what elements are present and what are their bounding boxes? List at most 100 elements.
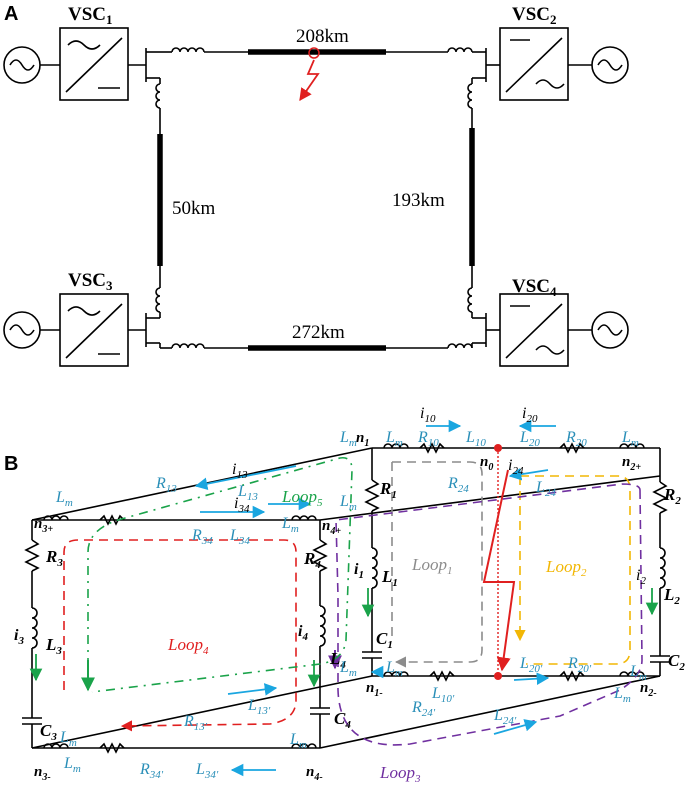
lm-label-4: Lm — [55, 489, 73, 509]
lm-label-13: Lm — [289, 731, 307, 751]
c1-label: C1 — [376, 629, 393, 651]
l24-label: L24 — [535, 479, 556, 499]
lm-label-1: Lm — [339, 429, 357, 449]
vsc2-converter-icon — [486, 27, 569, 101]
current-i1-label: i1 — [354, 561, 364, 581]
r10-label: R10 — [417, 429, 439, 449]
loop3-path — [335, 483, 643, 746]
ac-source-3-icon — [3, 311, 60, 349]
lm-label-10: Lm — [613, 685, 631, 705]
r13p-label: R13' — [183, 713, 208, 733]
vsc1-converter-icon — [59, 27, 146, 101]
current-i24-label: i24 — [508, 457, 524, 477]
ac-source-1-icon — [3, 46, 60, 84]
fault-path — [482, 444, 516, 680]
l10-label: L10 — [465, 429, 486, 449]
vsc4-converter-icon — [486, 293, 569, 367]
l34p-label: L34' — [195, 761, 219, 781]
lm-label-3: Lm — [621, 429, 639, 449]
r13-label: R13 — [155, 475, 177, 495]
loop1-label: Loop1 — [411, 555, 452, 577]
ac-source-4-icon — [568, 311, 629, 349]
lm-label-2: Lm — [385, 429, 403, 449]
dc-terminal-bars — [145, 48, 487, 347]
equivalent-circuit — [22, 442, 670, 754]
lm-label-8: Lm — [385, 659, 403, 679]
node-n4p-label: n4+ — [322, 518, 341, 537]
i13-arrow-icon — [194, 465, 297, 490]
loop2-path — [520, 475, 631, 665]
dc-line-top — [160, 47, 473, 55]
loop4-label: Loop4 — [167, 635, 209, 657]
current-i2-label: i2 — [636, 567, 646, 587]
c3-label: C3 — [40, 721, 57, 743]
loop5-path — [87, 456, 353, 693]
lm-label-7: Lm — [339, 659, 357, 679]
r20-label: R20 — [565, 429, 587, 449]
node-n2m-label: n2- — [640, 680, 657, 699]
r34p-label: R34' — [139, 761, 164, 781]
node-n1m-label: n1- — [366, 680, 383, 699]
line-length-top: 208km — [296, 26, 349, 47]
c2-label: C2 — [668, 651, 685, 673]
loop4-path — [63, 539, 297, 732]
l10p-label: L10' — [431, 685, 455, 705]
c4-label: C4 — [334, 709, 351, 731]
vsc4-label: VSC4 — [512, 276, 557, 299]
loop5-label: Loop5 — [281, 487, 323, 509]
r3-label: R3 — [45, 547, 63, 569]
r34-label: R34 — [191, 527, 213, 547]
r1-label: R1 — [379, 479, 397, 501]
dc-line-bottom — [159, 343, 473, 351]
node-n2p-label: n2+ — [622, 454, 641, 473]
l20p-arrow-icon — [513, 672, 550, 685]
node-n3p-label: n3+ — [34, 516, 53, 535]
l13p-label: L13' — [247, 697, 271, 717]
lm-label-12: Lm — [63, 755, 81, 775]
vsc2-label: VSC2 — [512, 4, 557, 27]
current-i20-label: i20 — [522, 405, 538, 425]
l2-label: L2 — [663, 585, 680, 607]
l34-label: L34 — [229, 527, 250, 547]
r2-label: R2 — [663, 485, 681, 507]
l20p-label: L20' — [519, 655, 543, 675]
l3-label: L3 — [45, 635, 62, 657]
r4-label: R4 — [303, 549, 321, 571]
r24-label: R24 — [447, 475, 469, 495]
current-i4-label: i4 — [298, 623, 308, 643]
line-length-bottom: 272km — [292, 322, 345, 343]
panel-b-label: B — [4, 453, 18, 475]
r20p-label: R20' — [567, 655, 592, 675]
node-n4m-label: n4- — [306, 764, 323, 783]
fault-marker-icon — [299, 47, 320, 102]
vsc3-converter-icon — [59, 293, 146, 367]
vsc1-label: VSC1 — [68, 4, 113, 27]
ac-source-2-icon — [568, 46, 629, 84]
line-length-left: 50km — [172, 198, 216, 219]
lm-label-11: Lm — [59, 729, 77, 749]
lm-label-9: Lm — [629, 663, 647, 683]
lm-label-5: Lm — [281, 515, 299, 535]
loop2-label: Loop2 — [545, 557, 587, 579]
line-length-right: 193km — [392, 190, 445, 211]
l4-label: L4 — [329, 649, 346, 671]
l10p-arrow-icon — [227, 683, 278, 696]
loop3-label: Loop3 — [379, 763, 421, 785]
panel-a-network — [3, 27, 629, 367]
i24-arrow-icon — [508, 468, 549, 481]
l1-label: L1 — [381, 567, 398, 589]
l24p-label: L24' — [493, 707, 517, 727]
node-n0-label: n0 — [480, 454, 493, 473]
l24p-arrow-icon — [493, 719, 538, 735]
dc-line-left — [155, 78, 163, 318]
loop1-path — [392, 461, 483, 668]
vsc3-label: VSC3 — [68, 270, 113, 293]
node-n3m-label: n3- — [34, 764, 51, 783]
current-i34-label: i34 — [234, 495, 250, 515]
panel-a-label: A — [4, 3, 18, 25]
l20-label: L20 — [519, 429, 540, 449]
r24p-label: R24' — [411, 699, 436, 719]
lm-label-6: Lm — [339, 493, 357, 513]
node-n1-label: n1 — [356, 430, 369, 449]
